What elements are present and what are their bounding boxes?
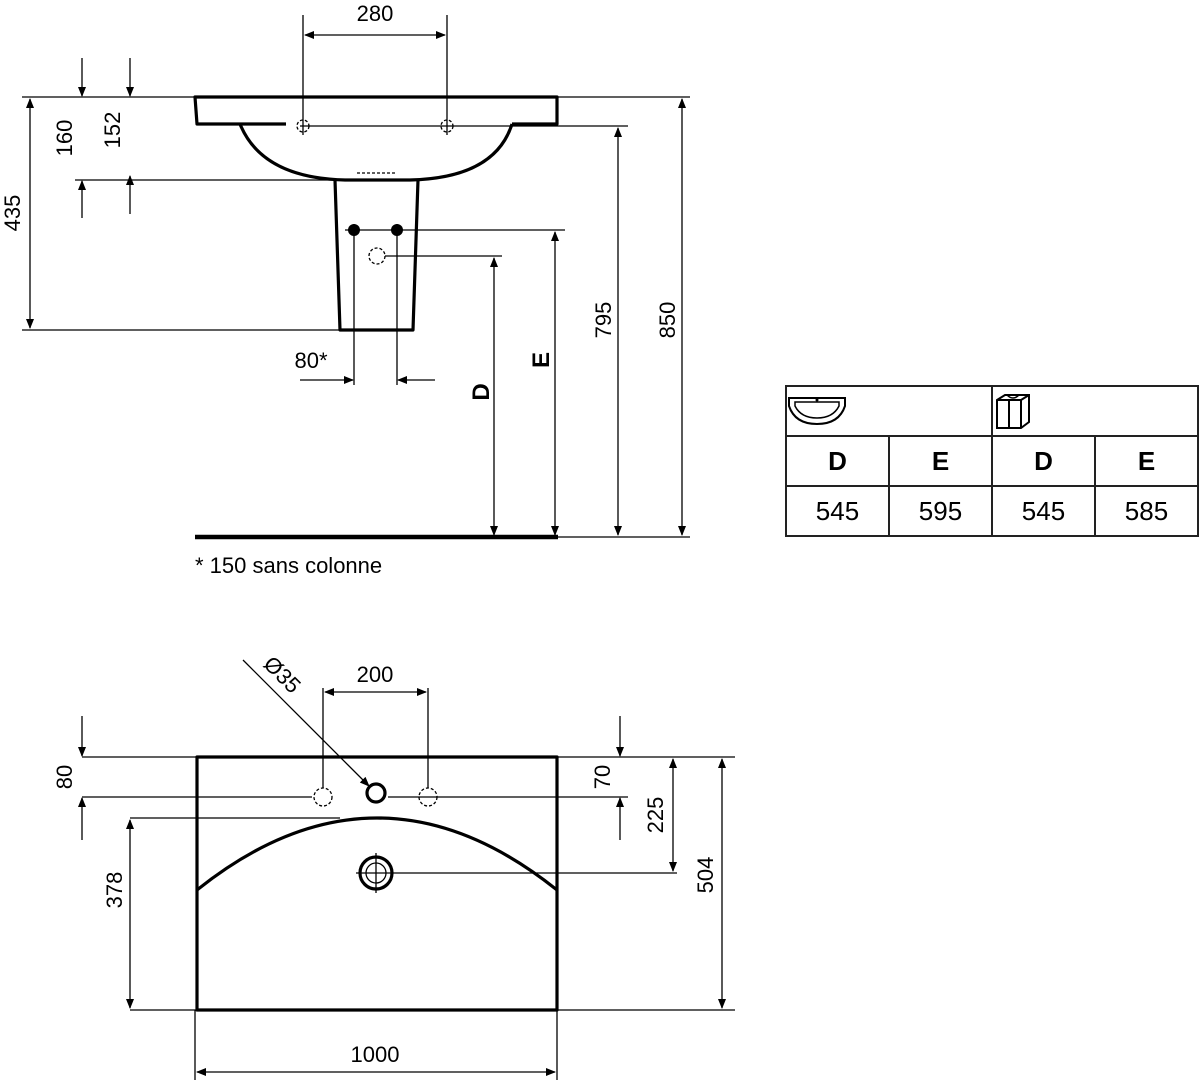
header-e-vanity: E [1094,435,1199,487]
dim-e: E [528,352,555,368]
dim-1000: 1000 [351,1042,400,1067]
tap-hole [365,782,387,804]
dim-280: 280 [357,1,394,26]
dim-850: 850 [655,302,680,339]
header-e-pedestal: E [888,435,993,487]
dim-70: 70 [590,765,615,789]
washbasin-pedestal-icon [785,385,993,437]
dim-80: 80 [52,765,77,789]
value-d-pedestal: 545 [785,485,890,537]
dim-80-star: 80* [294,348,327,373]
elevation-view: 280 160 152 435 80* D E 795 850 * 150 sa… [0,1,690,578]
pedestal-outline [333,179,420,332]
dim-160: 160 [52,120,77,157]
dim-diameter-35: Ø35 [259,651,306,698]
dim-d: D [468,383,495,400]
dim-435: 435 [0,195,25,232]
footnote: * 150 sans colonne [195,553,382,578]
drain [356,853,396,893]
header-d-vanity: D [991,435,1096,487]
dim-504: 504 [693,857,718,894]
basin-outline [193,95,559,182]
optional-tap-hole-left [313,787,333,807]
dim-225: 225 [643,797,668,834]
dim-378: 378 [102,872,127,909]
value-e-vanity: 585 [1094,485,1199,537]
dim-200: 200 [357,662,394,687]
value-d-vanity: 545 [991,485,1096,537]
dim-152: 152 [100,112,125,149]
dim-795: 795 [591,302,616,339]
bowl-edge [196,816,558,892]
header-d-pedestal: D [785,435,890,487]
vanity-unit-icon [991,385,1199,437]
value-e-pedestal: 595 [888,485,993,537]
height-table: D E D E 545 595 545 585 [785,385,1199,537]
plan-view: Ø35 200 80 70 225 504 378 1000 [52,651,735,1080]
